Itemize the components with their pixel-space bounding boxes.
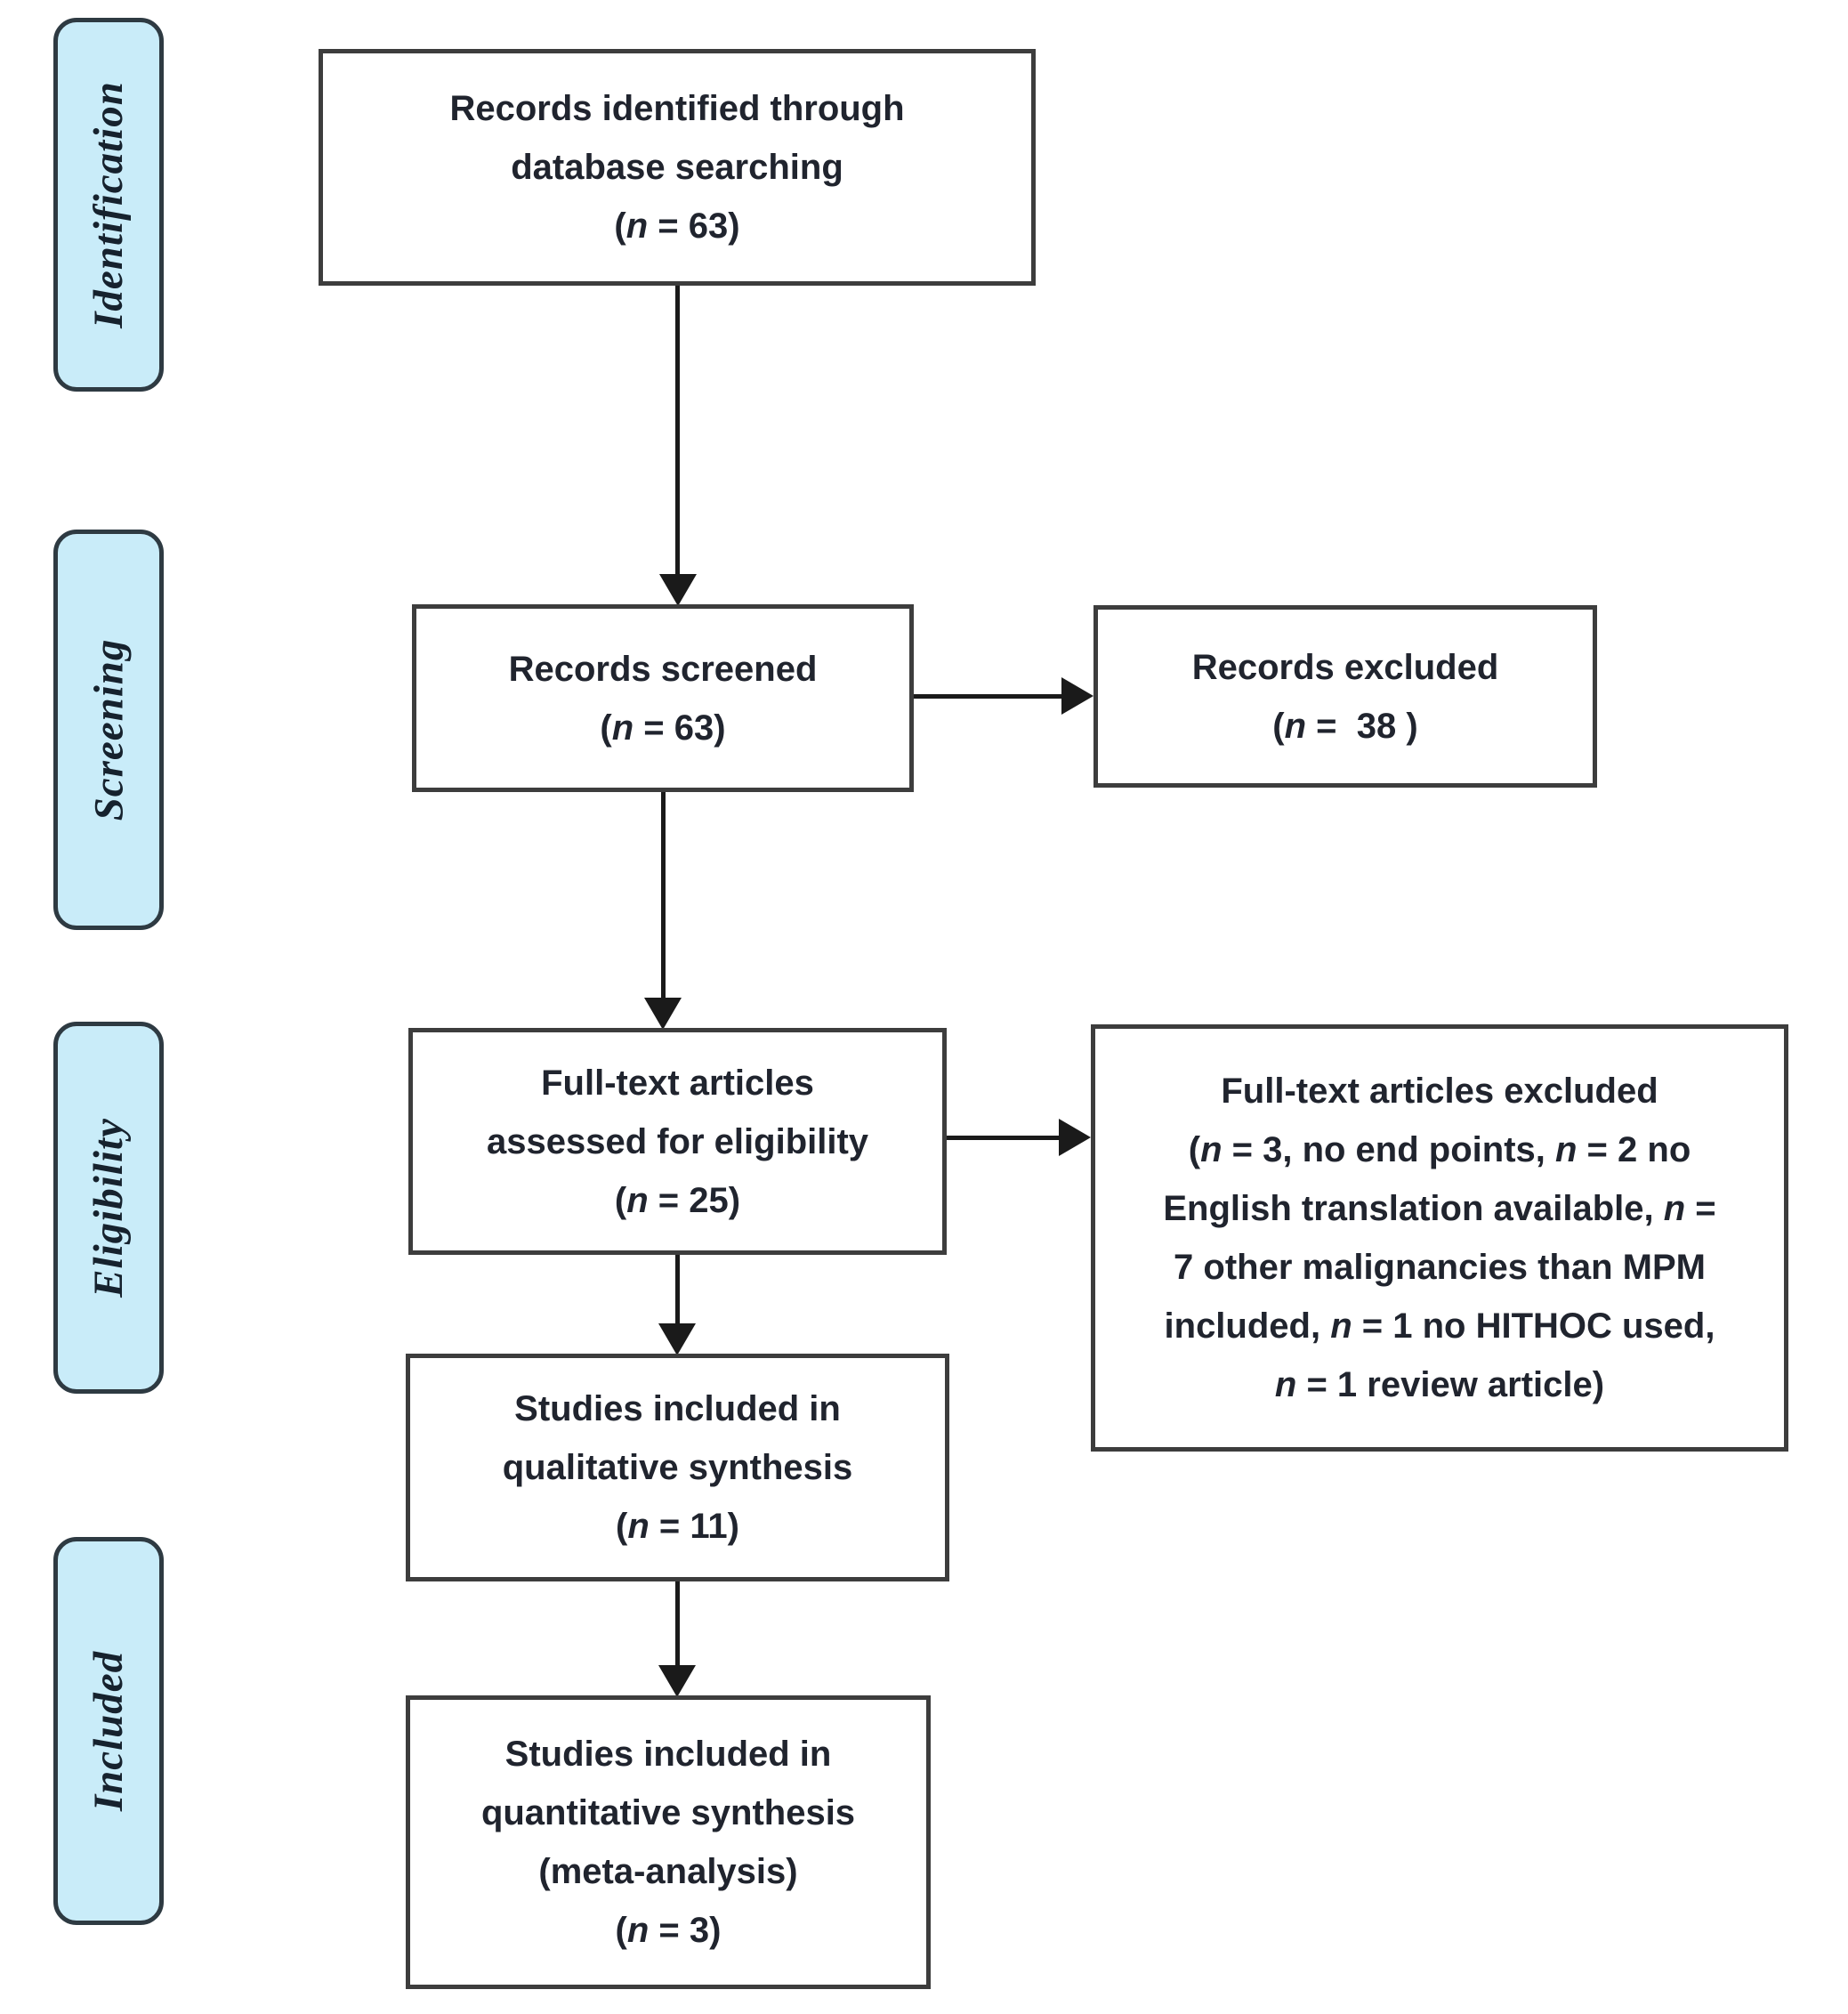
- box-fulltext-assessed: Full-text articles assessed for eligibil…: [408, 1028, 947, 1255]
- stage-pill-screening: Screening: [53, 530, 164, 930]
- box-text-line: Full-text articles: [541, 1063, 814, 1103]
- box-qualitative-synthesis: Studies included in qualitative synthesi…: [406, 1354, 949, 1581]
- box-text-line: (n = 3, no end points, n = 2 no: [1188, 1130, 1691, 1169]
- box-text-line: assessed for eligibility: [486, 1121, 869, 1161]
- box-text-line: quantitative synthesis: [480, 1793, 856, 1832]
- box-records-excluded: Records excluded (n = 38 ): [1093, 605, 1597, 788]
- box-text-line: (meta-analysis): [538, 1852, 798, 1891]
- arrowhead-right-icon: [1061, 677, 1093, 715]
- arrow-fulltext-to-excluded: [947, 1136, 1062, 1140]
- arrow-qualitative-to-quantitative: [675, 1581, 680, 1669]
- stage-pill-included: Included: [53, 1537, 164, 1925]
- box-records-screened: Records screened (n = 63): [412, 604, 914, 792]
- box-text-line: English translation available, n =: [1163, 1189, 1716, 1228]
- box-text-line: Studies included in: [514, 1389, 841, 1428]
- box-text-line: (n = 3): [615, 1911, 722, 1950]
- box-text-line: (n = 11): [616, 1507, 739, 1546]
- box-text-line: (n = 63): [600, 708, 726, 748]
- arrow-fulltext-to-qualitative: [675, 1255, 680, 1327]
- arrow-screened-to-fulltext: [661, 792, 666, 1001]
- arrowhead-down-icon: [658, 1665, 696, 1697]
- box-text-line: 7 other malignancies than MPM: [1174, 1248, 1706, 1287]
- box-text-line: qualitative synthesis: [502, 1448, 853, 1487]
- box-quantitative-synthesis: Studies included in quantitative synthes…: [406, 1695, 931, 1989]
- stage-label-identification: Identification: [85, 81, 133, 328]
- arrowhead-right-icon: [1059, 1119, 1091, 1156]
- box-text-line: Records excluded: [1191, 647, 1499, 687]
- box-text-line: (n = 63): [614, 206, 740, 246]
- stage-pill-eligibility: Eligibility: [53, 1022, 164, 1394]
- box-text-line: database searching: [511, 148, 843, 187]
- box-text-line: Full-text articles excluded: [1221, 1072, 1658, 1111]
- box-records-identified: Records identified through database sear…: [319, 49, 1036, 286]
- box-text-line: (n = 38 ): [1272, 706, 1418, 746]
- arrow-identified-to-screened: [675, 286, 680, 576]
- box-fulltext-excluded: Full-text articles excluded (n = 3, no e…: [1091, 1024, 1788, 1452]
- stage-label-included: Included: [85, 1650, 133, 1812]
- box-text-line: included, n = 1 no HITHOC used,: [1164, 1306, 1715, 1346]
- box-text-line: n = 1 review article): [1274, 1365, 1605, 1404]
- stage-label-screening: Screening: [85, 638, 133, 821]
- arrow-screened-to-excluded: [914, 694, 1065, 699]
- box-text-line: (n = 25): [614, 1180, 741, 1220]
- stage-pill-identification: Identification: [53, 18, 164, 392]
- box-text-line: Records identified through: [449, 89, 905, 128]
- arrowhead-down-icon: [644, 998, 682, 1030]
- arrowhead-down-icon: [659, 574, 697, 606]
- stage-label-eligibility: Eligibility: [85, 1118, 132, 1298]
- box-text-line: Studies included in: [504, 1735, 832, 1774]
- box-text-line: Records screened: [508, 649, 818, 689]
- arrowhead-down-icon: [658, 1323, 696, 1355]
